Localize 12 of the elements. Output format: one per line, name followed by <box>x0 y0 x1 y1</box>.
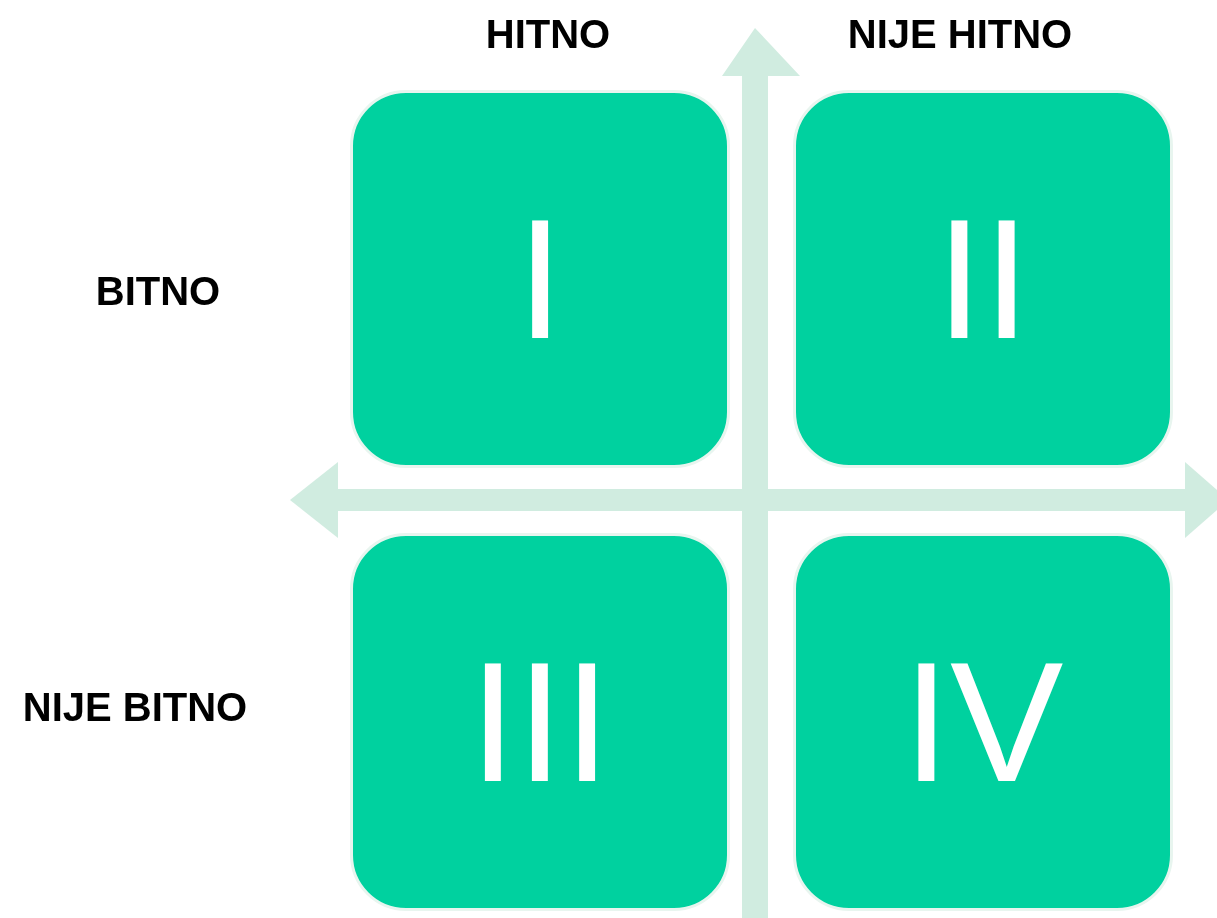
roman-numeral: IV <box>902 637 1064 807</box>
axis-label: BITNO <box>95 268 221 314</box>
roman-numeral: III <box>469 637 611 807</box>
axis-label: NIJE BITNO <box>22 684 248 730</box>
roman-numeral: I <box>516 194 564 364</box>
quadrant-box <box>350 533 730 911</box>
quadrant-box <box>350 90 730 468</box>
quadrant-box <box>793 90 1173 468</box>
roman-numeral: II <box>935 194 1031 364</box>
quadrant-box <box>793 533 1173 911</box>
axis-label: HITNO <box>485 11 611 57</box>
axis-label: NIJE HITNO <box>847 11 1073 57</box>
